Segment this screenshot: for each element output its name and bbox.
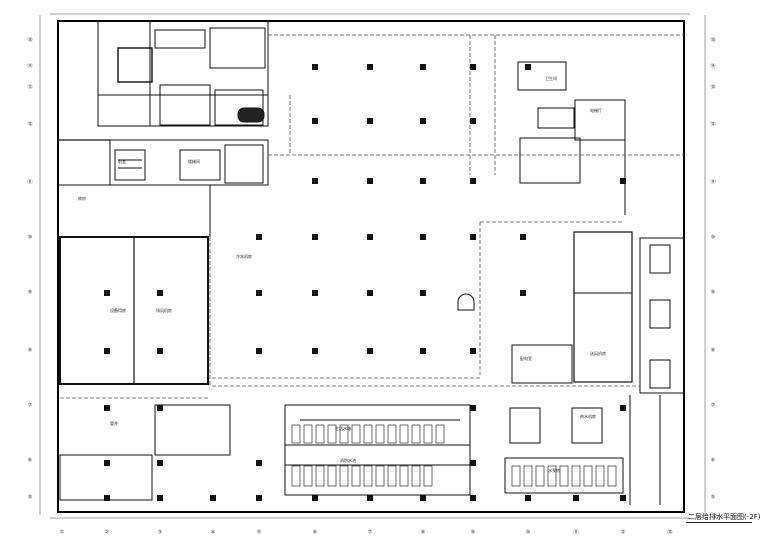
axis-label-bottom: ⑧ [421,530,426,536]
room-label: 消防水池 [340,457,356,463]
axis-label-right: ⑦ [711,403,716,409]
room-label: 楼梯间 [188,158,200,164]
axis-label-right: ⑭ [710,63,715,70]
caption-underline [686,522,752,523]
axis-label-left: ⑫ [27,121,32,128]
axis-label-bottom: ⑥ [313,530,318,536]
axis-label-bottom: ⑫ [620,529,625,536]
axis-label-right: ⑬ [710,84,715,91]
axis-label-bottom: ① [60,530,65,536]
axis-label-bottom: ⑤ [257,530,261,536]
water-tank-slots [291,424,617,487]
axis-label-bottom: ⑬ [667,529,672,536]
axis-label-left: ⑬ [27,84,32,91]
axis-label-bottom: ⑩ [526,530,531,536]
axis-label-bottom: ⑦ [368,530,373,536]
axis-label-right: ⑥ [711,458,716,464]
storage-room-left [58,139,268,385]
axis-label-bottom: ③ [158,530,162,536]
axis-label-left: ⑨ [28,290,32,296]
axis-label-bottom: ④ [211,530,216,536]
curved-wall-feature [457,293,475,311]
axis-label-left: ⑦ [28,403,33,409]
room-label: 前室 [118,158,126,164]
axis-label-right: ⑩ [711,235,716,241]
mechanical-room-right [511,231,685,394]
room-label: 管井 [110,420,118,426]
axis-label-left: ⑪ [27,179,32,186]
bottom-service-band [59,395,661,505]
axis-labels-bottom: ① ② ③ ④ ⑤ ⑥ ⑦ ⑧ ⑨ ⑩ ⑪ ⑫ ⑬ [60,529,673,536]
structural-columns [104,64,626,501]
axis-label-right: ⑤ [711,495,715,501]
room-label: 配电室 [520,355,532,361]
room-label: 排风机房 [156,307,172,313]
room-label: 电梯厅 [590,107,602,113]
equipment-core-upper-left [97,20,269,127]
axis-label-right: ⑪ [710,179,715,186]
axis-label-left: ⑥ [28,458,33,464]
axis-label-bottom: ⑪ [573,529,578,536]
axis-label-left: ⑮ [27,37,32,44]
room-label: 卫生间 [545,75,557,81]
axis-label-bottom: ⑨ [471,530,475,536]
core-upper-right [517,61,626,215]
axis-label-left: ⑩ [28,235,33,241]
room-label: 水泵房 [548,467,560,473]
axis-label-right: ⑮ [710,37,715,44]
axis-labels-left: ⑮ ⑭ ⑬ ⑫ ⑪ ⑩ ⑨ ⑧ ⑦ ⑥ ⑤ [27,37,32,501]
room-label: 冷冻机房 [236,253,252,259]
axis-label-left: ⑤ [28,495,32,501]
room-label: 库房 [78,195,86,201]
room-label: 送风机房 [590,350,606,356]
axis-label-right: ⑧ [711,348,716,354]
axis-labels-right: ⑮ ⑭ ⑬ ⑫ ⑪ ⑩ ⑨ ⑧ ⑦ ⑥ ⑤ [710,37,715,501]
axis-label-right: ⑫ [710,121,715,128]
room-label: 热水机房 [580,413,596,419]
axis-label-right: ⑨ [711,290,715,296]
room-label: 设备用房 [110,307,126,313]
axis-label-left: ⑧ [28,348,33,354]
room-label: 生活水箱 [335,425,351,431]
axis-label-bottom: ② [105,530,110,536]
room-label-group: 库房 设备用房 排风机房 冷冻机房 送风机房 卫生间 楼梯间 前室 配电室 管井… [78,75,606,473]
corridor-dashed-lines [60,34,684,399]
axis-label-left: ⑭ [27,63,32,70]
drawing-caption: 二层给排水平面图(-2F) [688,513,760,521]
